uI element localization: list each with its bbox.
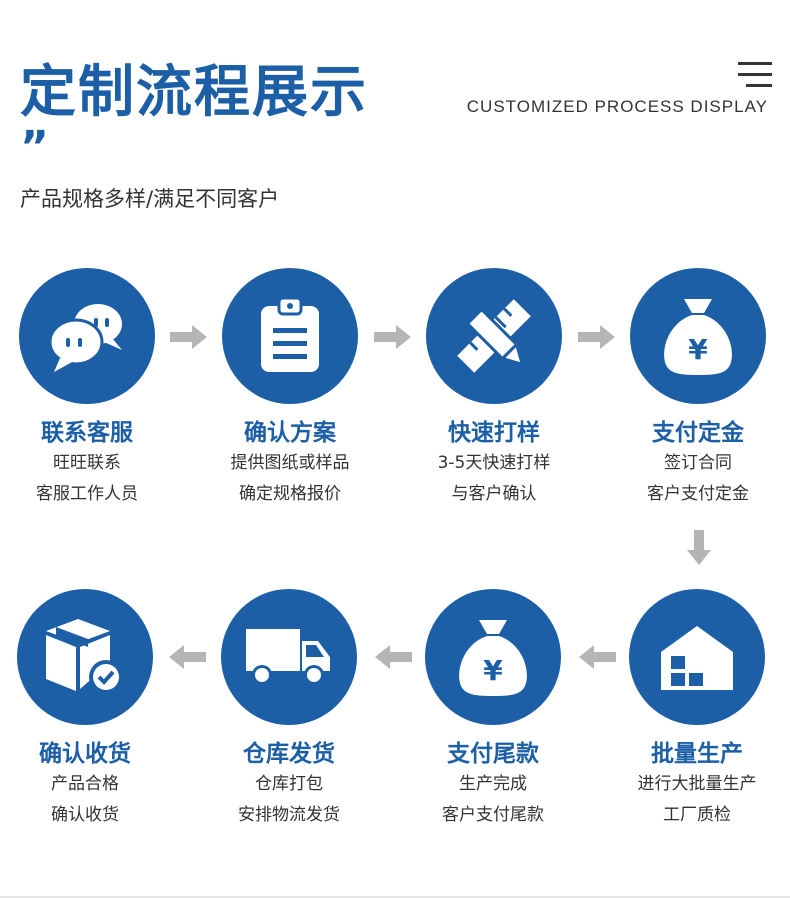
step-confirm-receipt: 确认收货 产品合格 确认收货 <box>0 589 175 831</box>
step-circle <box>19 268 155 404</box>
step-warehouse-ship: 仓库发货 仓库打包 安排物流发货 <box>199 589 379 831</box>
step-title: 支付尾款 <box>447 741 539 767</box>
svg-text:¥: ¥ <box>483 654 503 687</box>
step-pay-balance: ¥ 支付尾款 生产完成 客户支付尾款 <box>403 589 583 831</box>
arrow-left-icon <box>579 645 616 669</box>
money-bag-icon: ¥ <box>459 620 527 696</box>
step-desc-1: 产品合格 <box>51 774 119 794</box>
step-circle <box>221 589 357 725</box>
chat-bubbles-icon <box>48 304 122 372</box>
step-circle <box>222 268 358 404</box>
step-desc-2: 客户支付定金 <box>647 484 749 504</box>
step-desc-2: 确认收货 <box>51 805 119 825</box>
step-circle <box>426 268 562 404</box>
step-desc-2: 客户支付尾款 <box>442 805 544 825</box>
svg-text:¥: ¥ <box>688 333 708 366</box>
step-circle: ¥ <box>630 268 766 404</box>
step-title: 确认收货 <box>39 741 131 767</box>
clipboard-icon <box>261 296 319 372</box>
step-title: 快速打样 <box>448 420 540 446</box>
step-title: 确认方案 <box>244 420 336 446</box>
arrow-right-icon <box>170 325 207 349</box>
arrow-left-icon <box>375 645 412 669</box>
step-desc-1: 仓库打包 <box>255 774 323 794</box>
menu-icon[interactable] <box>738 62 772 88</box>
step-confirm-plan: 确认方案 提供图纸或样品 确定规格报价 <box>200 268 380 510</box>
bottom-divider <box>0 896 790 898</box>
step-pay-deposit: ¥ 支付定金 签订合同 客户支付定金 <box>608 268 788 510</box>
step-title: 联系客服 <box>41 420 133 446</box>
step-title: 仓库发货 <box>243 741 335 767</box>
step-title: 批量生产 <box>651 741 743 767</box>
step-desc-2: 客服工作人员 <box>36 484 138 504</box>
box-check-icon <box>46 619 123 694</box>
arrow-right-icon <box>374 325 411 349</box>
step-title: 支付定金 <box>652 420 744 446</box>
step-circle <box>17 589 153 725</box>
step-desc-2: 确定规格报价 <box>239 484 341 504</box>
step-contact-service: 联系客服 旺旺联系 客服工作人员 <box>0 268 177 510</box>
step-desc-2: 与客户确认 <box>451 484 537 504</box>
arrow-left-icon <box>169 645 206 669</box>
step-desc-1: 旺旺联系 <box>53 453 121 473</box>
step-desc-1: 提供图纸或样品 <box>230 453 350 473</box>
delivery-truck-icon <box>246 629 330 685</box>
tagline: 产品规格多样/满足不同客户 <box>20 187 280 211</box>
step-desc-1: 签订合同 <box>664 453 732 473</box>
factory-icon <box>661 626 733 690</box>
quote-mark: ” <box>20 122 49 173</box>
step-circle <box>629 589 765 725</box>
money-bag-icon: ¥ <box>664 299 732 375</box>
page-title: 定制流程展示 <box>20 60 368 125</box>
arrow-down-icon <box>687 530 711 565</box>
arrow-right-icon <box>578 325 615 349</box>
step-desc-2: 工厂质检 <box>663 805 731 825</box>
step-desc-2: 安排物流发货 <box>238 805 340 825</box>
step-mass-production: 批量生产 进行大批量生产 工厂质检 <box>607 589 787 831</box>
subtitle-english: CUSTOMIZED PROCESS DISPLAY <box>466 97 768 116</box>
step-desc-1: 3-5天快速打样 <box>437 453 551 473</box>
pencil-ruler-icon <box>457 299 531 373</box>
step-desc-1: 生产完成 <box>459 774 527 794</box>
step-fast-sample: 快速打样 3-5天快速打样 与客户确认 <box>404 268 584 510</box>
step-circle: ¥ <box>425 589 561 725</box>
step-desc-1: 进行大批量生产 <box>637 774 757 794</box>
